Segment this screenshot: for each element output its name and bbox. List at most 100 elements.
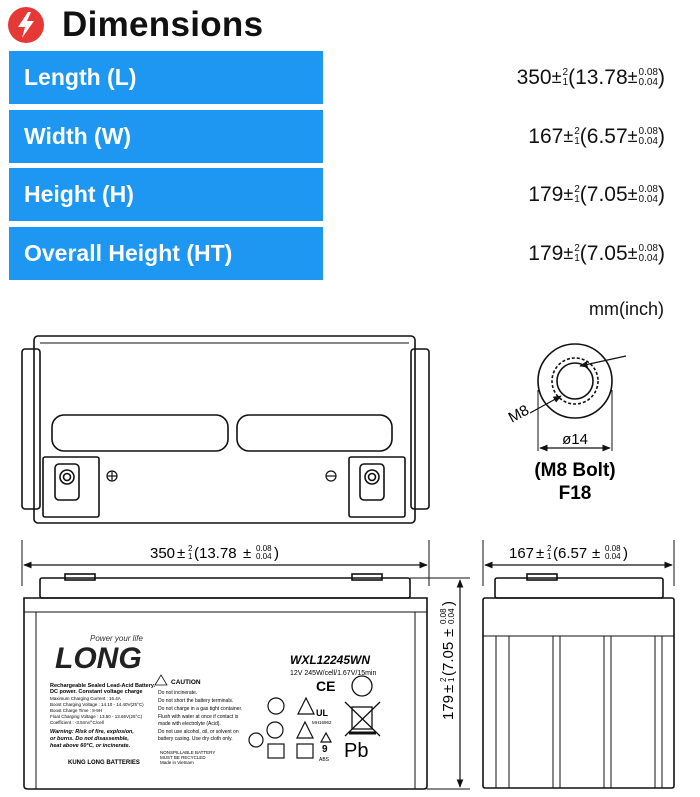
svg-text:0.08: 0.08	[439, 608, 448, 624]
svg-text:±: ±	[177, 545, 185, 562]
height-dimension-text: 179 ± 2 1 ( 7.05 ± 0.08 0.04 )	[439, 601, 457, 720]
svg-text:1: 1	[447, 677, 456, 682]
svg-text:Maximum Charging Current : 16.: Maximum Charging Current : 16.4A	[50, 696, 121, 701]
svg-text:Do not use alcohol, oil, or so: Do not use alcohol, oil, or solvent on	[158, 729, 239, 735]
caution-icon	[154, 674, 168, 686]
svg-text:Boost Charging Voltage : 14.10: Boost Charging Voltage : 14.10 - 14.40V(…	[50, 702, 144, 707]
svg-text:): )	[623, 545, 628, 562]
svg-text:7.05: 7.05	[440, 642, 457, 671]
svg-text:1: 1	[547, 552, 552, 561]
svg-text:±: ±	[440, 685, 457, 693]
svg-text:DC power. Constant voltage cha: DC power. Constant voltage charge	[50, 689, 143, 695]
svg-text:Rechargeable Sealed Lead-Acid: Rechargeable Sealed Lead-Acid Battery.	[50, 683, 156, 689]
svg-text:±: ±	[592, 545, 600, 562]
explosive-icon	[297, 696, 315, 715]
svg-text:179: 179	[440, 695, 457, 720]
svg-text:0.04: 0.04	[605, 552, 621, 561]
ul-number: MH16962	[312, 720, 332, 725]
bolt-diameter-label: ø14	[562, 431, 588, 448]
svg-text:2: 2	[547, 544, 552, 553]
width-dimension-text: 167 ± 2 1 ( 6.57 ± 0.08 0.04 )	[509, 544, 628, 562]
svg-text:): )	[440, 601, 457, 606]
bolt-detail	[529, 343, 627, 452]
svg-text:Warning: Risk of fire, explosi: Warning: Risk of fire, explosion,	[50, 729, 134, 735]
svg-text:1: 1	[188, 552, 193, 561]
svg-text:Do not charge in a gas tight c: Do not charge in a gas tight container.	[158, 706, 242, 712]
lightning-bolt-icon	[8, 7, 44, 43]
svg-text:±: ±	[243, 545, 251, 562]
recycle-number: 9	[322, 744, 328, 755]
length-dimension-text: 350 ± 2 1 ( 13.78 ± 0.08 0.04 )	[150, 544, 279, 562]
eye-protection-icon	[266, 721, 284, 739]
svg-text:NONSPILLABLE BATTERY: NONSPILLABLE BATTERY	[160, 750, 215, 755]
svg-text:heat above 60°C, or incinerate: heat above 60°C, or incinerate.	[50, 743, 131, 749]
maker-name: KUNG LONG BATTERIES	[68, 760, 140, 766]
svg-text:Do not incinerate.: Do not incinerate.	[158, 690, 197, 696]
dimension-label: Width (W)	[9, 110, 323, 163]
svg-text:): )	[274, 545, 279, 562]
keep-away-children-icon	[267, 743, 285, 759]
svg-text:made with electrolyte (Acid).: made with electrolyte (Acid).	[158, 721, 221, 727]
svg-text:Coefficient : -3.5mV/°C/cell: Coefficient : -3.5mV/°C/cell	[50, 720, 104, 725]
svg-text:or burns. Do not disassemble,: or burns. Do not disassemble,	[50, 736, 129, 742]
svg-text:(: (	[194, 545, 199, 562]
crossed-bin-icon	[344, 675, 381, 737]
svg-text:2: 2	[188, 544, 193, 553]
brand-logo: LONG	[55, 642, 142, 675]
top-view	[21, 335, 430, 524]
svg-text:6.57: 6.57	[558, 545, 587, 562]
svg-text:2: 2	[439, 677, 448, 682]
recycle-arrows-icon	[319, 731, 333, 743]
svg-text:MUST BE RECYCLED: MUST BE RECYCLED	[160, 755, 206, 760]
abs-label: ABS	[319, 757, 330, 763]
svg-text:0.04: 0.04	[256, 552, 272, 561]
no-fire-icon	[267, 697, 285, 715]
svg-text:0.08: 0.08	[256, 544, 272, 553]
read-manual-icon	[248, 732, 264, 748]
dimension-label: Height (H)	[9, 168, 323, 221]
bolt-name: (M8 Bolt)	[534, 460, 615, 481]
ul-mark-icon: UL	[316, 708, 328, 718]
svg-text:±: ±	[536, 545, 544, 562]
svg-text:Do not short the battery termi: Do not short the battery terminals.	[158, 698, 233, 704]
svg-text:CAUTION: CAUTION	[171, 679, 201, 686]
dimension-label: Overall Height (HT)	[9, 227, 323, 280]
units-label: mm(inch)	[589, 299, 664, 319]
svg-text:(: (	[553, 545, 558, 562]
model-spec: 12V 245W/cell/1.67V/15min	[290, 670, 376, 677]
svg-text:0.08: 0.08	[605, 544, 621, 553]
svg-text:167: 167	[509, 545, 534, 562]
brand-tagline: Power your life	[90, 634, 143, 643]
svg-text:13.78: 13.78	[199, 545, 237, 562]
svg-text:(: (	[440, 671, 457, 676]
acid-icon	[296, 743, 314, 759]
svg-text:Float Charging Voltage : 13.50: Float Charging Voltage : 13.50 - 13.65V(…	[50, 714, 143, 719]
ce-mark: CE	[316, 678, 335, 694]
battery-label: Power your life LONG WXL12245WN 12V 245W…	[50, 634, 381, 766]
svg-text:350: 350	[150, 545, 175, 562]
side-view	[482, 540, 675, 789]
svg-text:battery casing. Use dry cloth: battery casing. Use dry cloth only.	[158, 736, 233, 742]
corrosive-icon	[296, 720, 314, 739]
page-title: Dimensions	[62, 5, 264, 44]
svg-text:Made in Vietnam: Made in Vietnam	[160, 760, 194, 765]
svg-text:Flush with water at once if co: Flush with water at once if contact is	[158, 714, 239, 720]
section-header: Dimensions	[8, 4, 263, 46]
bolt-thread-label: M8	[506, 402, 532, 427]
bolt-code: F18	[559, 483, 592, 504]
svg-text:±: ±	[440, 629, 457, 637]
dimension-label: Length (L)	[9, 51, 323, 104]
model-number: WXL12245WN	[290, 653, 370, 667]
lead-mark: Pb	[344, 740, 368, 762]
svg-text:0.04: 0.04	[447, 608, 456, 624]
svg-text:Boost Charge Time : 8-9H: Boost Charge Time : 8-9H	[50, 708, 102, 713]
